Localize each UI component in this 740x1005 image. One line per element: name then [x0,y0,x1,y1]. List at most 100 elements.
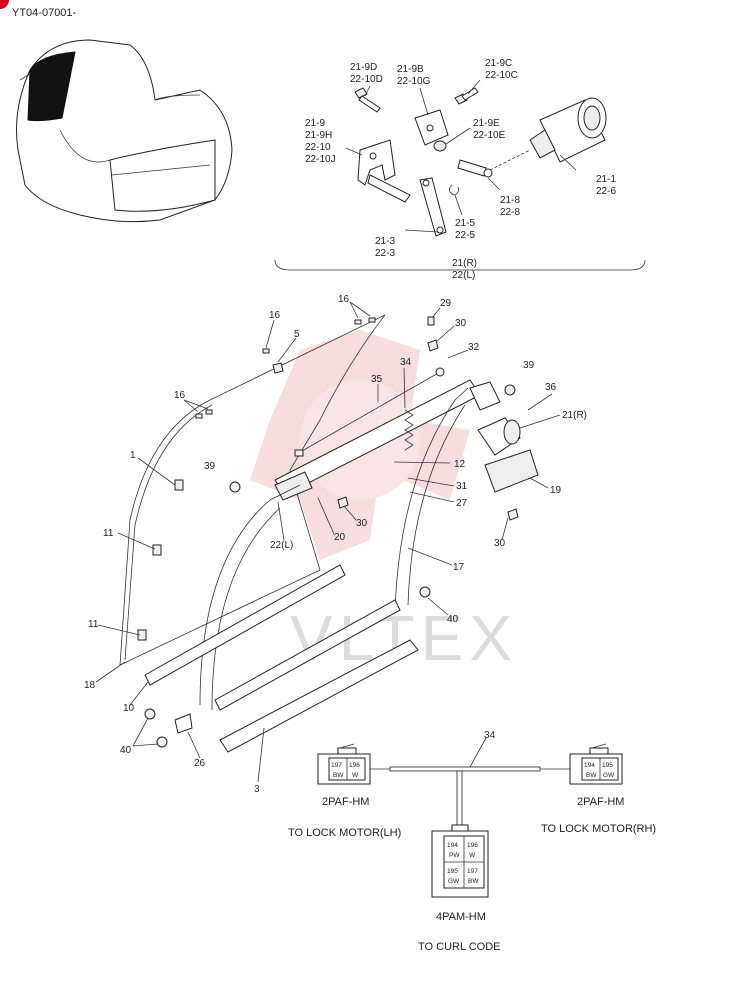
watermark-text: VLTEX [290,602,518,674]
rh-connector-caption: TO LOCK MOTOR(RH) [541,823,656,835]
machine-thumbnail [16,39,233,223]
callout-21-9c: 21-9C [485,58,512,69]
callout-20: 20 [334,532,346,543]
handle-19 [484,449,539,493]
callout-21-9d: 21-9D [350,62,377,73]
callout-22-10c: 22-10C [485,70,518,81]
callout-21-3: 21-3 [375,236,395,247]
callout-21-9: 21-9 [305,118,325,129]
main-color-1: PW [449,852,460,859]
callout-22-6: 22-6 [596,186,616,197]
callout-22-3: 22-3 [375,248,395,259]
callout-5: 5 [294,329,300,340]
rh-connector-type: 2PAF-HM [577,796,624,808]
callout-22-8: 22-8 [500,207,520,218]
callout-36: 36 [545,382,557,393]
lock-motor-21-1 [529,97,607,163]
callout-34-main: 34 [400,357,412,368]
bushing-39-right [504,384,516,396]
frame-arch-left [199,484,301,706]
main-pin-4: 197 [467,868,478,875]
rh-color-2: GW [603,772,615,779]
main-exploded-view: 16 16 5 16 29 30 32 34 35 39 36 21(R) 1 … [84,294,587,795]
lh-connector-caption: TO LOCK MOTOR(LH) [288,827,401,839]
bushing-39-left [229,481,241,493]
main-pin-3: 195 [447,868,458,875]
wire-34 [294,371,441,456]
glass-panel [119,314,386,666]
bracket-21-9 [357,139,396,186]
main-pin-1: 194 [447,842,458,849]
callout-22l: 22(L) [270,540,293,551]
callout-39-right: 39 [523,360,535,371]
callout-21-5: 21-5 [455,218,475,229]
callout-21-9h: 21-9H [305,130,332,141]
rh-color-1: BW [586,772,597,779]
gas-spring [404,409,414,451]
inset-group-r: 21(R) [452,258,477,269]
main-color-4: BW [468,878,479,885]
main-pin-2: 196 [467,842,478,849]
lock-motor-right [469,381,521,456]
callout-27: 27 [456,498,468,509]
collar-21-9e [433,140,447,152]
callout-16-left: 16 [269,310,281,321]
bushing-40 [419,586,431,598]
callout-21-8: 21-8 [500,195,520,206]
bracket-26 [174,713,193,734]
inset-group-l: 22(L) [452,270,475,281]
callout-16-top: 16 [338,294,350,305]
callout-21-9b: 21-9B [397,64,424,75]
bolt-21-9c [454,87,479,105]
clip-21-5 [449,184,459,196]
callout-1: 1 [130,450,136,461]
callout-22-10j: 22-10J [305,154,336,165]
callout-21r: 21(R) [562,410,587,421]
main-color-2: W [469,852,476,859]
bolt-21-9d [354,87,381,113]
callout-12: 12 [454,459,466,470]
lh-color-2: W [352,772,359,779]
callout-29: 29 [440,298,452,309]
callout-39-left: 39 [204,461,216,472]
callout-30-top: 30 [455,318,467,329]
callout-32: 32 [468,342,480,353]
callout-16-side: 16 [174,390,186,401]
callout-40-left: 40 [120,745,132,756]
callout-18: 18 [84,680,96,691]
lh-connector-type: 2PAF-HM [322,796,369,808]
callout-19: 19 [550,485,562,496]
callout-22-10d: 22-10D [350,74,383,85]
callout-3: 3 [254,784,260,795]
callout-26: 26 [194,758,206,769]
lever-21-3 [419,177,447,237]
lh-pin-2: 196 [349,762,360,769]
rail-3 [219,639,419,753]
callout-35: 35 [371,374,383,385]
callout-31: 31 [456,481,468,492]
connector-lock-motor-rh: 194 195 BW GW [569,743,623,785]
inset-brace [274,259,646,271]
callout-22-10e: 22-10E [473,130,506,141]
lock-assembly-inset: 21-9D 22-10D 21-9B 22-10G 21-9C 22-10C 2… [274,58,646,281]
rod-21-8 [457,159,487,177]
callout-22-5: 22-5 [455,230,475,241]
corner-badge [0,0,9,9]
harness-callout-34: 34 [484,730,496,741]
wiring-harness: 34 197 196 BW W 2PAF-HM TO LOCK MOTOR(LH… [288,730,656,953]
main-connector-caption: TO CURL CODE [418,941,501,953]
callout-17: 17 [453,562,465,573]
callout-30-mid: 30 [356,518,368,529]
lh-color-1: BW [333,772,344,779]
callout-22-10g: 22-10G [397,76,431,87]
callout-11-upper: 11 [103,528,114,539]
rh-pin-1: 194 [584,762,595,769]
callout-21-9e: 21-9E [473,118,500,129]
callout-21-1: 21-1 [596,174,616,185]
frame-arch-right [394,387,469,611]
callout-10: 10 [123,703,135,714]
connector-lock-motor-lh: 197 196 BW W [317,743,371,785]
connector-curl-code: 194 196 PW W 195 197 GW BW [431,824,489,898]
